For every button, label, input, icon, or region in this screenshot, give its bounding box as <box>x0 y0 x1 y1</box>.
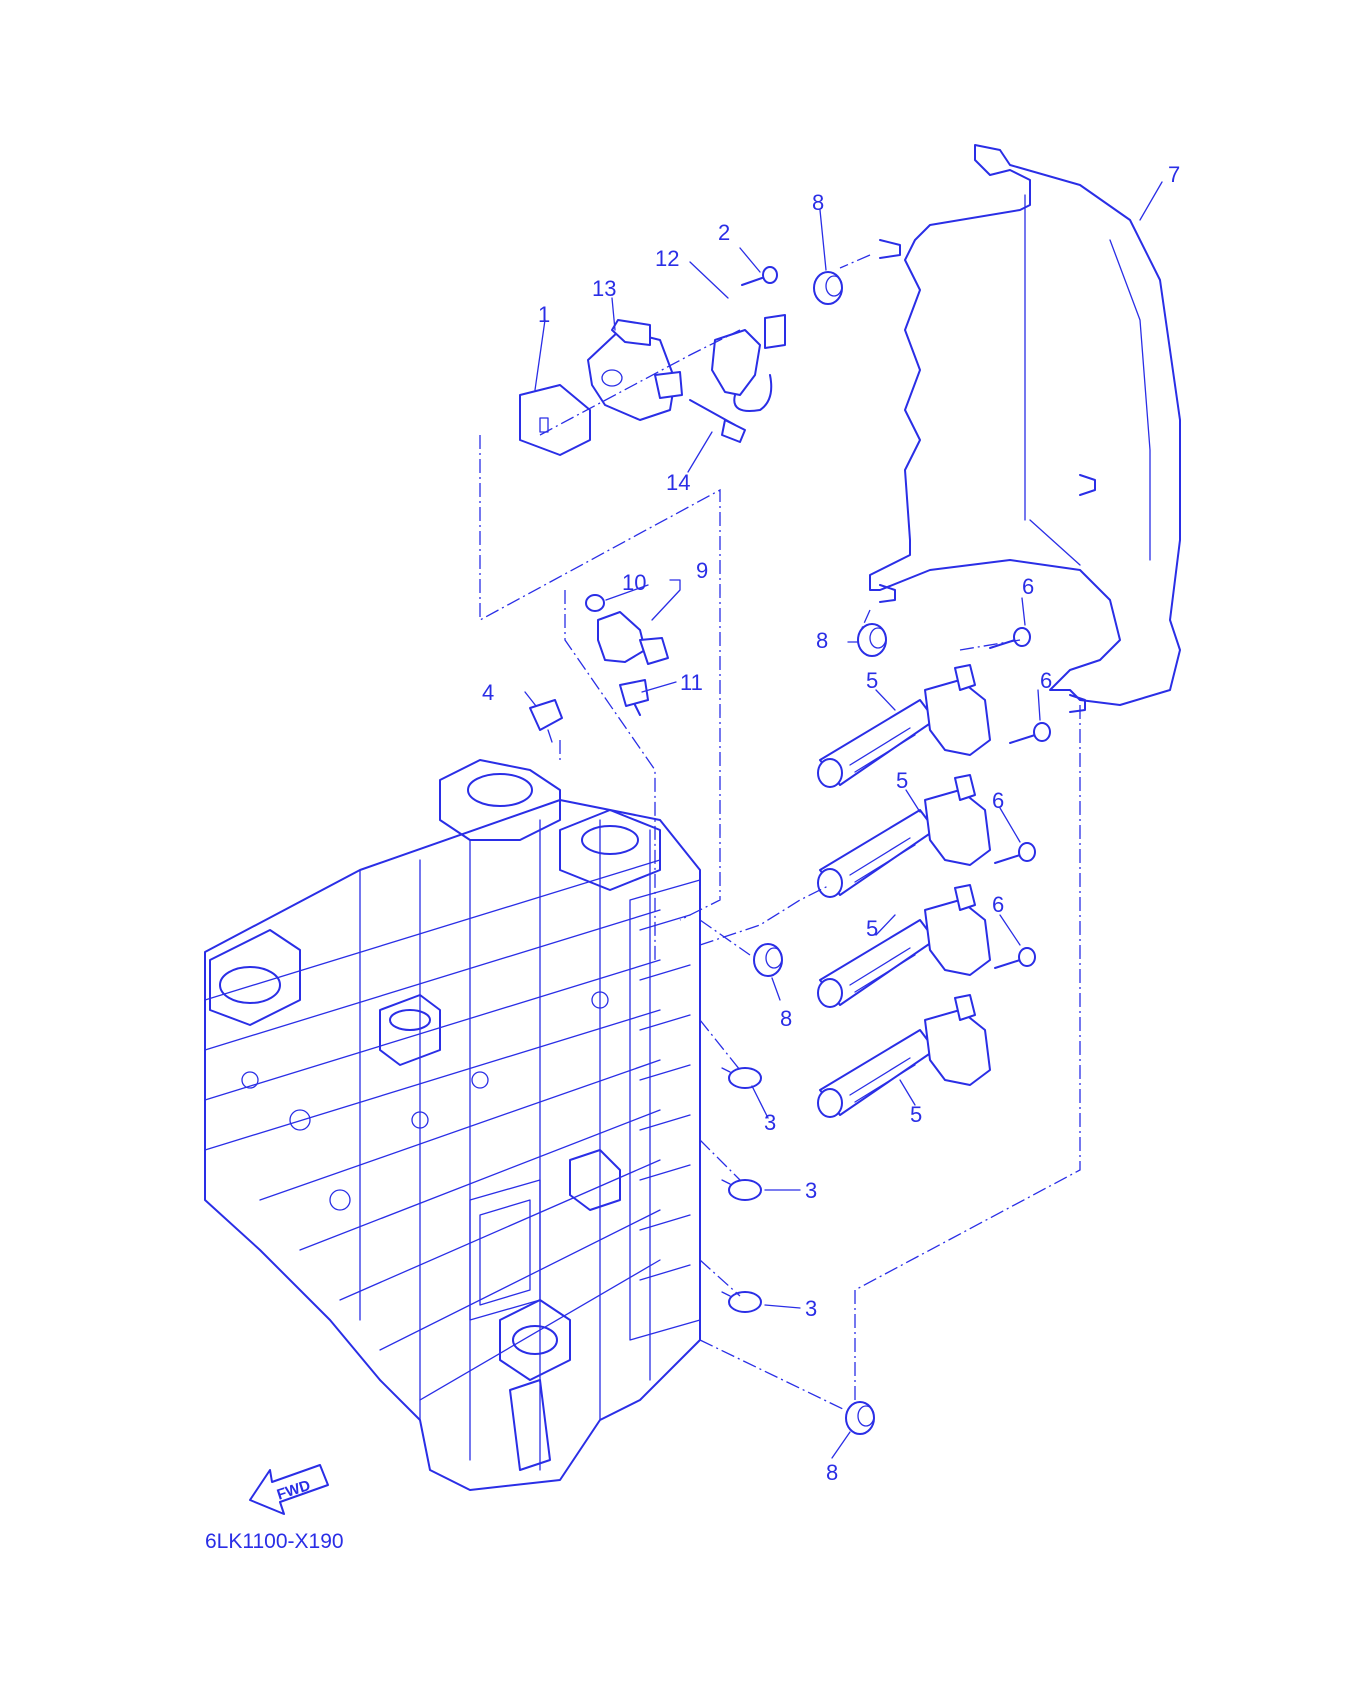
pin-14 <box>689 399 746 443</box>
callout-8c: 8 <box>780 1006 792 1031</box>
ignition-coil-2 <box>817 774 991 898</box>
callout-2: 2 <box>718 220 730 245</box>
callout-6b: 6 <box>1040 668 1052 693</box>
callout-6d: 6 <box>992 892 1004 917</box>
bolt-4 <box>994 947 1036 969</box>
bolt-3 <box>994 842 1036 864</box>
callout-5d: 5 <box>910 1102 922 1127</box>
callout-10: 10 <box>622 570 646 595</box>
fwd-arrow: FWD <box>249 1464 329 1515</box>
callout-5a: 5 <box>866 668 878 693</box>
callout-numbers: 1 2 3 3 3 4 5 5 5 5 6 6 6 6 7 8 8 8 8 9 … <box>482 162 1180 1485</box>
callout-9: 9 <box>696 558 708 583</box>
callout-3c: 3 <box>805 1296 817 1321</box>
ignition-coil-cover <box>869 144 1181 713</box>
grommet-lower <box>753 943 783 977</box>
bracket-1 <box>519 384 591 456</box>
bracket-12 <box>711 314 786 412</box>
callout-7: 7 <box>1168 162 1180 187</box>
callout-12: 12 <box>655 246 679 271</box>
clip-4 <box>529 699 563 743</box>
callout-6a: 6 <box>1022 574 1034 599</box>
ignition-coil-4 <box>817 994 991 1118</box>
callout-8b: 8 <box>816 628 828 653</box>
sensor-assembly <box>585 594 669 716</box>
callout-8a: 8 <box>812 190 824 215</box>
callout-6c: 6 <box>992 788 1004 813</box>
callout-5b: 5 <box>896 768 908 793</box>
callout-5c: 5 <box>866 916 878 941</box>
grommet-top <box>813 271 843 305</box>
leader-lines <box>479 254 1081 1411</box>
bolt-2 <box>1009 722 1051 744</box>
callout-3a: 3 <box>764 1110 776 1135</box>
grommet-bottom <box>845 1401 875 1435</box>
clamp-2 <box>721 1179 762 1201</box>
callout-11: 11 <box>680 670 703 695</box>
callout-1: 1 <box>538 302 550 327</box>
clamp-1 <box>721 1067 762 1089</box>
callout-13: 13 <box>592 276 616 301</box>
grommet-mid <box>857 623 887 657</box>
callout-14: 14 <box>666 470 690 495</box>
callout-8d: 8 <box>826 1460 838 1485</box>
callout-leaders <box>524 181 1163 1459</box>
clamp-3 <box>721 1291 762 1313</box>
engine-block <box>204 759 701 1491</box>
ignition-coil-1 <box>817 664 991 788</box>
bolt-2-part <box>741 266 778 286</box>
bolt-1 <box>989 627 1031 649</box>
callout-4: 4 <box>482 680 494 705</box>
callout-3b: 3 <box>805 1178 817 1203</box>
diagram-code: 6LK1100-X190 <box>205 1530 344 1553</box>
control-unit-13 <box>587 319 683 421</box>
ignition-coil-3 <box>817 884 991 1008</box>
